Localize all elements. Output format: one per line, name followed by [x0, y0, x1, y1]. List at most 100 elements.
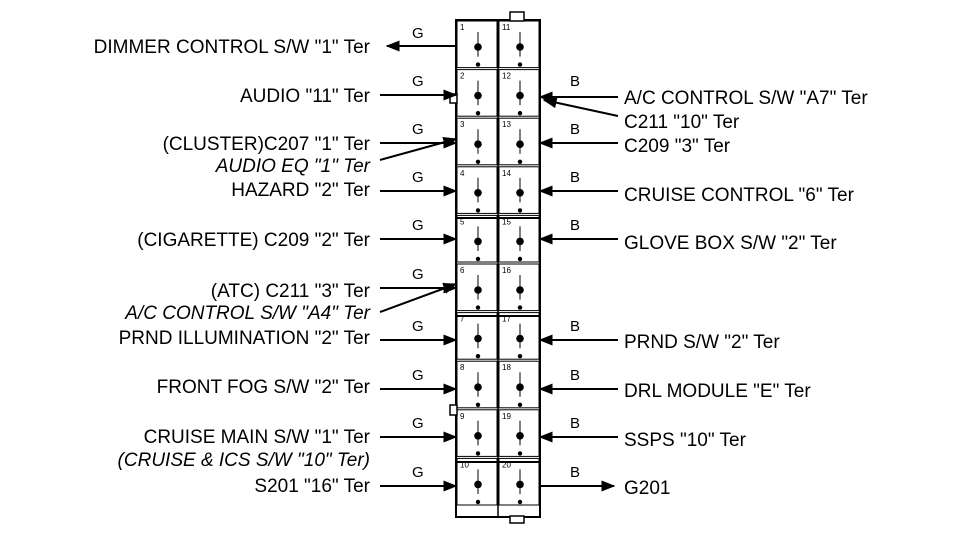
pin-dot — [474, 383, 482, 392]
pin-dot — [516, 383, 524, 392]
label-cigarette-c209: (CIGARETTE) C209 "2" Ter — [137, 230, 370, 251]
label-cruise-control: CRUISE CONTROL "6" Ter — [624, 185, 855, 206]
wire-color-pin-6: G — [412, 266, 424, 283]
label-s201: S201 "16" Ter — [254, 476, 370, 497]
pin-dot-small — [475, 499, 481, 505]
pin-number: 12 — [502, 72, 511, 81]
pin-dot — [474, 189, 482, 197]
pin-dot-small — [517, 208, 523, 213]
label-drl-module: DRL MODULE "E" Ter — [624, 381, 811, 402]
pin-dot-small — [475, 354, 481, 359]
connector-latch-bottom — [509, 515, 525, 524]
arrow-pin-3-audio-eq — [379, 136, 458, 161]
label-front-fog: FRONT FOG S/W "2" Ter — [157, 377, 371, 398]
pin-dot-small — [517, 451, 523, 456]
pin-dot-small — [517, 305, 523, 310]
pin-dot — [516, 480, 524, 489]
pin-dot — [474, 480, 482, 489]
pin-dot — [474, 91, 482, 100]
wire-color-pin-5: G — [412, 217, 424, 234]
pin-dot — [516, 189, 524, 197]
pin-dot — [516, 286, 524, 294]
pin-number: 15 — [502, 217, 511, 226]
pin-dot — [474, 237, 482, 246]
pin-dot — [516, 237, 524, 246]
pin-number: 5 — [460, 217, 465, 226]
connector-key-lower — [449, 404, 458, 416]
pin-dot-small — [517, 402, 523, 407]
label-cruise-ics: (CRUISE & ICS S/W "10" Ter) — [118, 450, 370, 471]
pin-number: 20 — [502, 460, 511, 469]
cavity-11 — [498, 20, 540, 69]
arrow-pin-12-c211 — [542, 97, 619, 117]
pin-dot-small — [517, 354, 523, 359]
wire-color-pin-3: G — [412, 121, 424, 138]
pin-number: 6 — [460, 266, 465, 275]
label-audio-eq: AUDIO EQ "1" Ter — [215, 156, 371, 177]
label-dimmer-control: DIMMER CONTROL S/W "1" Ter — [94, 37, 371, 58]
wire-color-pin-14: B — [570, 169, 580, 186]
wire-color-pin-12: B — [570, 73, 580, 90]
wire-arrows — [379, 40, 619, 492]
pin-dot — [474, 334, 482, 343]
label-g201: G201 — [624, 478, 670, 499]
pin-number: 16 — [502, 266, 511, 275]
pin-number: 9 — [460, 412, 465, 421]
label-c211: C211 "10" Ter — [624, 112, 740, 133]
label-ac-control-a7: A/C CONTROL S/W "A7" Ter — [624, 88, 868, 109]
pin-dot — [516, 334, 524, 343]
wire-color-pin-1: G — [412, 25, 424, 42]
pin-dot-small — [475, 402, 481, 407]
wire-color-pin-18: B — [570, 367, 580, 384]
pin-dot-small — [517, 256, 523, 262]
left-terminal-labels: DIMMER CONTROL S/W "1" Ter AUDIO "11" Te… — [94, 37, 371, 497]
pin-dot-small — [475, 256, 481, 262]
right-terminal-labels: A/C CONTROL S/W "A7" Ter C211 "10" Ter C… — [624, 88, 868, 499]
pin-dot-small — [517, 159, 523, 164]
pin-dot — [516, 432, 524, 440]
label-atc-c211: (ATC) C211 "3" Ter — [211, 281, 371, 302]
pin-number: 17 — [502, 315, 511, 324]
pin-number: 7 — [460, 315, 465, 324]
wire-color-pin-7: G — [412, 318, 424, 335]
pin-number: 14 — [502, 169, 511, 178]
pin-dot — [516, 43, 524, 51]
pin-number: 8 — [460, 363, 465, 372]
pin-number: 18 — [502, 363, 511, 372]
wire-color-pin-15: B — [570, 217, 580, 234]
pin-dot — [474, 432, 482, 440]
pin-dot-small — [475, 62, 481, 67]
pin-dot-small — [517, 499, 523, 505]
pin-number: 1 — [460, 23, 465, 32]
pin-dot-small — [475, 159, 481, 164]
label-cluster-c207: (CLUSTER)C207 "1" Ter — [163, 134, 371, 155]
wire-color-pin-2: G — [412, 73, 424, 90]
pin-dot-small — [517, 111, 523, 116]
wire-color-pin-13: B — [570, 121, 580, 138]
pin-dot-small — [475, 451, 481, 456]
pin-number: 3 — [460, 120, 465, 129]
label-hazard: HAZARD "2" Ter — [231, 180, 370, 201]
pin-dot-small — [517, 62, 523, 67]
label-cruise-main: CRUISE MAIN S/W "1" Ter — [144, 427, 371, 448]
pin-dot — [474, 140, 482, 148]
pin-number: 19 — [502, 412, 511, 421]
label-prnd-sw: PRND S/W "2" Ter — [624, 332, 780, 353]
arrow-pin-6-ac-control — [379, 283, 458, 313]
cavity-20 — [498, 457, 540, 506]
label-glove-box: GLOVE BOX S/W "2" Ter — [624, 233, 837, 254]
cavity-1 — [456, 20, 498, 69]
pin-dot — [474, 43, 482, 51]
pin-dot — [474, 286, 482, 294]
wire-color-pin-19: B — [570, 415, 580, 432]
pin-number: 10 — [460, 460, 469, 469]
pin-dot-small — [475, 208, 481, 213]
label-audio: AUDIO "11" Ter — [240, 86, 371, 107]
pin-number: 11 — [502, 23, 511, 32]
wire-color-pin-20: B — [570, 464, 580, 481]
wire-color-pin-4: G — [412, 169, 424, 186]
cavity-16 — [498, 263, 540, 312]
pin-number: 13 — [502, 120, 511, 129]
wire-color-pin-8: G — [412, 367, 424, 384]
